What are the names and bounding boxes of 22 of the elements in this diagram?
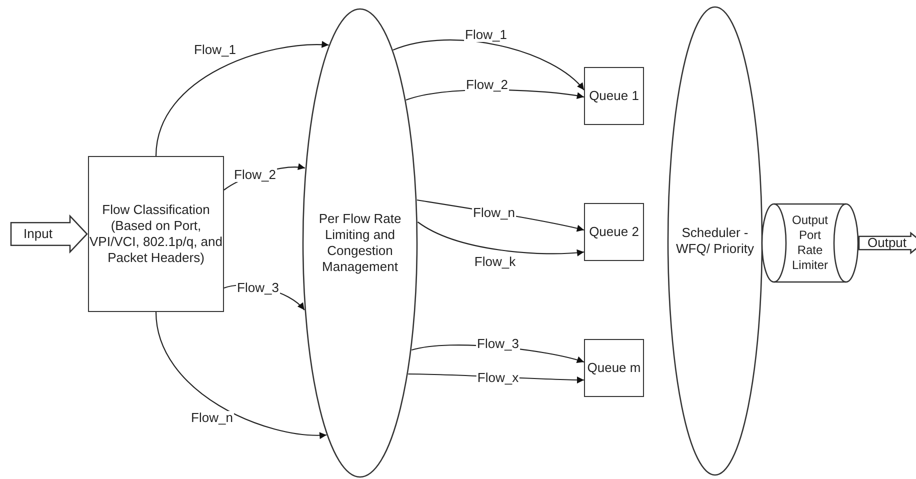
rate-limiter-cylinder: Output Port Rate Limiter [762,203,858,283]
queue-box: Queue 1 [584,67,644,125]
queue-box: Queue m [584,339,644,397]
process-box: Flow Classification (Based on Port, VPI/VCI, 802.1p/q, and Packet Headers) [88,156,224,312]
edge-label: Flow_2 [233,168,277,182]
edge-label: Flow_3 [476,337,520,351]
arrow [155,41,329,156]
edge-label: Flow_x [476,371,520,385]
arrow [155,312,327,439]
output-arrow: Output [858,232,916,254]
queue-box: Queue 2 [584,203,644,261]
edge-label: Flow_n [472,206,516,220]
arrow [392,40,584,90]
edge-label: Flow_n [190,411,234,425]
edge-label: Flow_1 [464,28,508,42]
edge-label: Flow_k [473,255,517,269]
edge-label: Flow_2 [465,78,509,92]
process-ellipse: Per Flow Rate Limiting and Congestion Management [302,8,418,478]
edge-label: Flow_3 [236,281,280,295]
arrow [417,222,584,256]
input-arrow: Input [10,215,88,253]
edge-label: Flow_1 [193,43,237,57]
